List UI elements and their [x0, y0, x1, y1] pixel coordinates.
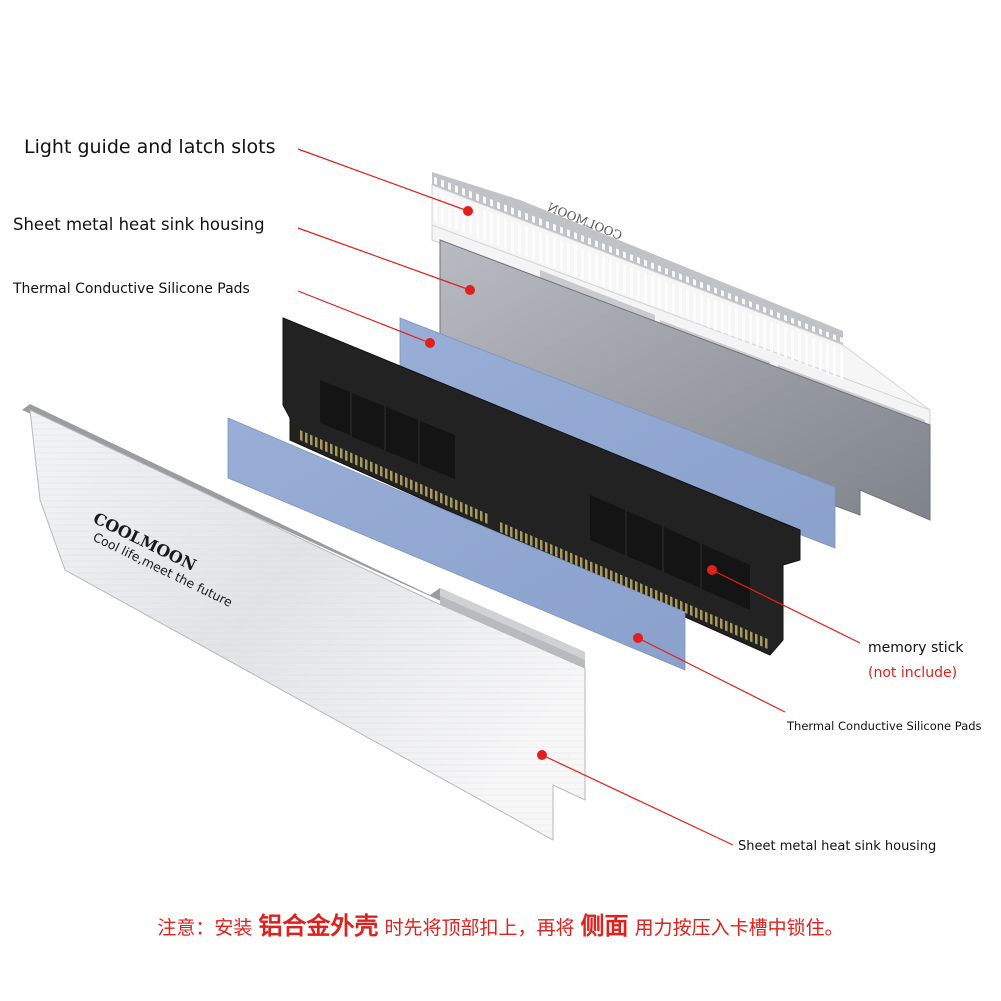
note-em1: 铝合金外壳 — [258, 912, 379, 940]
leader-dots — [425, 206, 717, 760]
label-light-guide: Light guide and latch slots — [24, 136, 276, 158]
install-note: 注意：安装 铝合金外壳 时先将顶部扣上，再将 侧面 用力按压入卡槽中锁住。 — [0, 906, 1001, 941]
back-thermal-pad — [399, 317, 836, 549]
memory-stick — [282, 317, 801, 656]
note-em2: 侧面 — [580, 912, 629, 940]
note-part2: 时先将顶部扣上，再将 — [384, 917, 575, 939]
label-sheet-metal-top: Sheet metal heat sink housing — [13, 215, 265, 234]
light-guide-latch — [431, 172, 931, 430]
front-housing-plate — [22, 404, 586, 841]
label-pads-top: Thermal Conductive Silicone Pads — [13, 281, 250, 297]
front-thermal-pad — [227, 417, 686, 671]
label-pads-bottom: Thermal Conductive Silicone Pads — [787, 719, 982, 733]
leader-lines — [297, 148, 861, 846]
label-not-include: (not include) — [868, 665, 958, 681]
label-memory-stick: memory stick — [868, 640, 964, 656]
label-sheet-metal-bottom: Sheet metal heat sink housing — [738, 839, 937, 854]
note-part3: 用力按压入卡槽中锁住。 — [634, 917, 844, 939]
note-part1: 注意：安装 — [157, 917, 253, 939]
